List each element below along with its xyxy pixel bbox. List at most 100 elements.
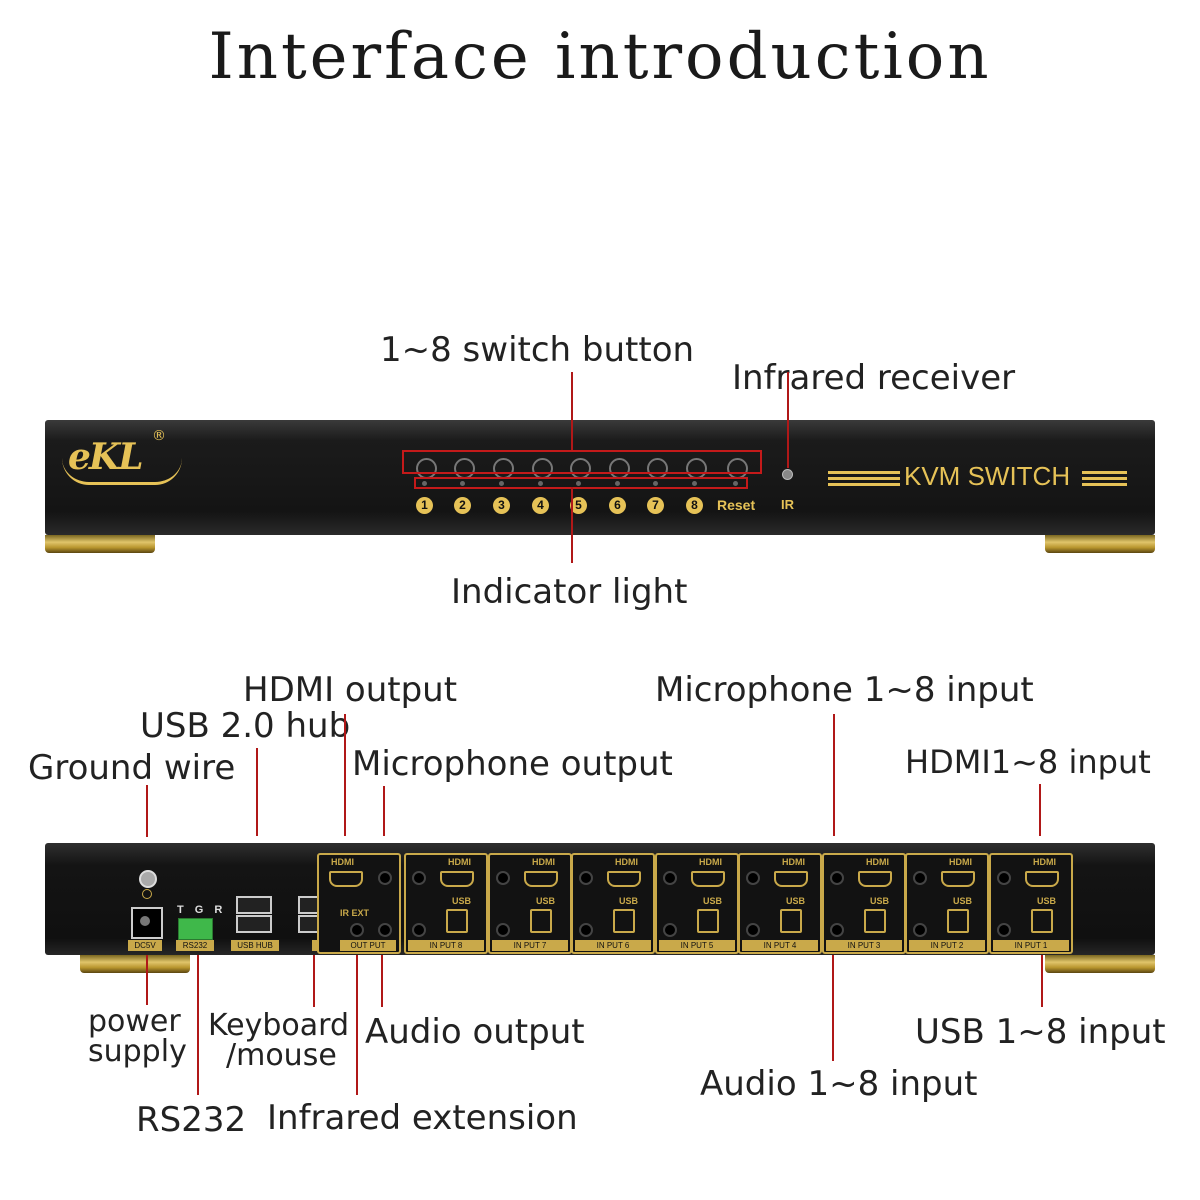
leader-hdmi-input (1039, 784, 1041, 836)
usb-input-port (780, 909, 802, 933)
indicator-led-8 (692, 481, 697, 486)
button-number-7: 7 (647, 497, 664, 514)
button-number-4: 4 (532, 497, 549, 514)
rs232-terminal (178, 918, 213, 940)
output-label: OUT PUT (340, 940, 396, 951)
mic-output-jack (378, 871, 392, 885)
button-number-8: 8 (686, 497, 703, 514)
ir-ext-jack (350, 923, 364, 937)
input-module (571, 853, 655, 954)
button-number-1: 1 (416, 497, 433, 514)
leader-mic-input (833, 714, 835, 836)
ground-screw-icon (139, 870, 157, 888)
input-hdmi-label: HDMI (949, 857, 972, 867)
input-label: IN PUT 7 (492, 940, 568, 951)
input-usb-label: USB (619, 896, 639, 906)
dc-power-jack (131, 907, 163, 939)
mic-input-jack (997, 871, 1011, 885)
kvm-switch-text: KVM SWITCH (904, 461, 1071, 491)
button-number-5: 5 (570, 497, 587, 514)
registered-mark: ® (152, 428, 166, 444)
input-hdmi-label: HDMI (615, 857, 638, 867)
input-module (488, 853, 572, 954)
mic-input-jack (746, 871, 760, 885)
button-number-3: 3 (493, 497, 510, 514)
input-module (404, 853, 488, 954)
mic-input-jack (412, 871, 426, 885)
leader-ground-wire (146, 785, 148, 837)
kvm-line-left-2 (828, 477, 900, 480)
audio-input-jack (997, 923, 1011, 937)
usb-input-port (864, 909, 886, 933)
indicator-led-5 (576, 481, 581, 486)
callout-rs232: RS232 (136, 1100, 247, 1140)
input-hdmi-label: HDMI (1033, 857, 1056, 867)
leader-audio-output (381, 955, 383, 1007)
ground-symbol-icon (142, 889, 152, 899)
usb-hub-label: USB HUB (231, 940, 279, 951)
usb-input-port (613, 909, 635, 933)
callout-audio-output: Audio output (365, 1012, 585, 1052)
mic-input-jack (579, 871, 593, 885)
reset-label: Reset (717, 497, 756, 513)
output-module (317, 853, 401, 954)
input-module (738, 853, 822, 954)
input-label: IN PUT 3 (826, 940, 902, 951)
button-number-2: 2 (454, 497, 471, 514)
hdmi-input-port (774, 871, 808, 887)
usb-hub-port-1 (236, 896, 272, 914)
input-label: IN PUT 1 (993, 940, 1069, 951)
leader-mic-output (383, 786, 385, 836)
leader-usb-input (1041, 955, 1043, 1007)
input-usb-label: USB (786, 896, 806, 906)
ir-label: IR (781, 497, 794, 512)
switch-button-highlight (402, 450, 762, 474)
callout-usb-hub: USB 2.0 hub (140, 706, 351, 746)
front-foot-left (45, 535, 155, 553)
indicator-led-4 (538, 481, 543, 486)
ir-ext-label: IR EXT (340, 908, 370, 918)
audio-input-jack (579, 923, 593, 937)
back-foot-left (80, 955, 190, 973)
brand-swoosh (62, 458, 182, 485)
input-hdmi-label: HDMI (866, 857, 889, 867)
mic-input-jack (913, 871, 927, 885)
input-module (822, 853, 906, 954)
callout-ground-wire: Ground wire (28, 748, 236, 788)
callout-mic-output: Microphone output (352, 744, 673, 784)
kvm-line-right-2 (1082, 477, 1127, 480)
hdmi-input-port (691, 871, 725, 887)
input-usb-label: USB (953, 896, 973, 906)
audio-input-jack (496, 923, 510, 937)
dc-label: DC5V (128, 940, 162, 951)
hdmi-input-port (858, 871, 892, 887)
back-foot-right (1045, 955, 1155, 973)
audio-output-jack (378, 923, 392, 937)
indicator-light-highlight (414, 477, 748, 489)
leader-audio-input (832, 955, 834, 1061)
rs232-pins-label: T G R (177, 904, 227, 916)
audio-input-jack (830, 923, 844, 937)
input-hdmi-label: HDMI (448, 857, 471, 867)
leader-switch-button (571, 372, 573, 450)
usb-input-port (530, 909, 552, 933)
usb-input-port (947, 909, 969, 933)
leader-power-supply (146, 955, 148, 1005)
hdmi-input-port (1025, 871, 1059, 887)
input-usb-label: USB (536, 896, 556, 906)
output-hdmi-label: HDMI (331, 857, 354, 867)
usb-input-port (1031, 909, 1053, 933)
indicator-led-7 (653, 481, 658, 486)
button-number-6: 6 (609, 497, 626, 514)
kvm-line-left-3 (828, 483, 900, 486)
callout-keyboard-2: /mouse (226, 1038, 337, 1073)
input-usb-label: USB (703, 896, 723, 906)
callout-hdmi-output: HDMI output (243, 670, 458, 710)
hdmi-input-port (440, 871, 474, 887)
leader-indicator-light (571, 487, 573, 563)
callout-switch-button: 1~8 switch button (380, 330, 695, 370)
page-title: Interface introduction (208, 20, 992, 94)
usb-hub-port-2 (236, 915, 272, 933)
input-usb-label: USB (870, 896, 890, 906)
hdmi-input-port (524, 871, 558, 887)
